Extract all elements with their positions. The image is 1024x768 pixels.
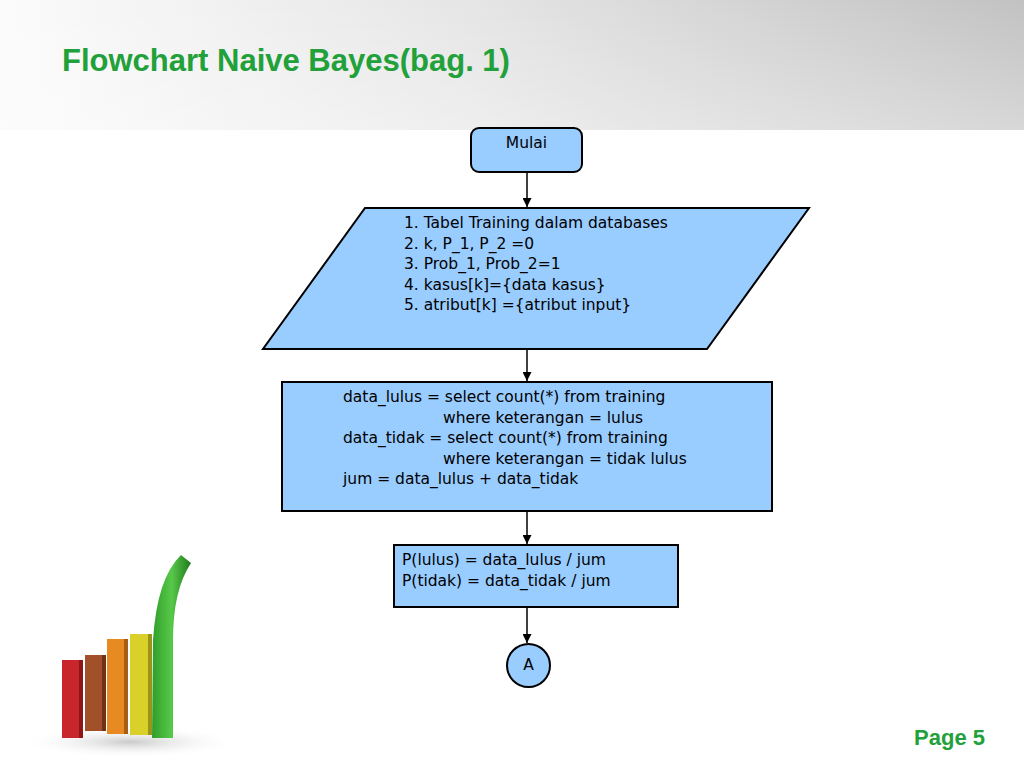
process-text: P(tidak) = data_tidak / jum <box>402 571 674 592</box>
brown-bar <box>85 655 102 731</box>
list-item: 2. k, P_1, P_2 =0 <box>404 234 794 255</box>
flow-arrow <box>526 350 528 381</box>
flow-arrow <box>526 608 528 643</box>
text-area: P(lulus) = data_lulus / jumP(tidak) = da… <box>402 550 674 591</box>
orange-bar-side <box>124 639 128 734</box>
node-label: A <box>506 655 551 676</box>
green-curve-bar <box>152 555 191 738</box>
process-text: P(lulus) = data_lulus / jum <box>402 550 674 571</box>
orange-bar <box>107 639 124 734</box>
bar-chart-illustration <box>20 555 240 758</box>
text-area: 1. Tabel Training dalam databases2. k, P… <box>404 213 794 316</box>
parallelogram-shape <box>263 208 809 349</box>
brown-bar-side <box>102 655 106 731</box>
text-area: A <box>506 655 551 676</box>
circle-shape <box>507 644 550 687</box>
yellow-bar-side <box>148 634 152 735</box>
yellow-bar <box>130 634 148 735</box>
process-box: P(lulus) = data_lulus / jumP(tidak) = da… <box>393 544 679 608</box>
process-text: data_tidak = select count(*) from traini… <box>343 428 701 469</box>
header-band <box>0 0 1024 130</box>
slide-title: Flowchart Naive Bayes(bag. 1) <box>62 43 510 79</box>
red-bar-side <box>79 660 83 738</box>
flow-arrow <box>526 173 528 207</box>
process-box: data_lulus = select count(*) from traini… <box>281 381 773 512</box>
text-area: data_lulus = select count(*) from traini… <box>343 387 701 490</box>
list-item: 3. Prob_1, Prob_2=1 <box>404 254 794 275</box>
start-terminator: Mulai <box>470 127 583 173</box>
text-area: Mulai <box>472 133 581 154</box>
process-text: jum = data_lulus + data_tidak <box>343 469 701 490</box>
input-parallelogram: 1. Tabel Training dalam databases2. k, P… <box>262 207 810 350</box>
connector-circle: A <box>506 643 551 688</box>
list-item: 5. atribut[k] ={atribut input} <box>404 295 794 316</box>
red-bar <box>62 660 79 738</box>
list-item: 1. Tabel Training dalam databases <box>404 213 794 234</box>
flow-arrow <box>526 512 528 544</box>
process-text: data_lulus = select count(*) from traini… <box>343 387 701 428</box>
list-item: 4. kasus[k]={data kasus} <box>404 275 794 296</box>
node-label: Mulai <box>472 133 581 154</box>
page-number: Page 5 <box>914 725 985 751</box>
header-fade <box>0 0 1024 130</box>
